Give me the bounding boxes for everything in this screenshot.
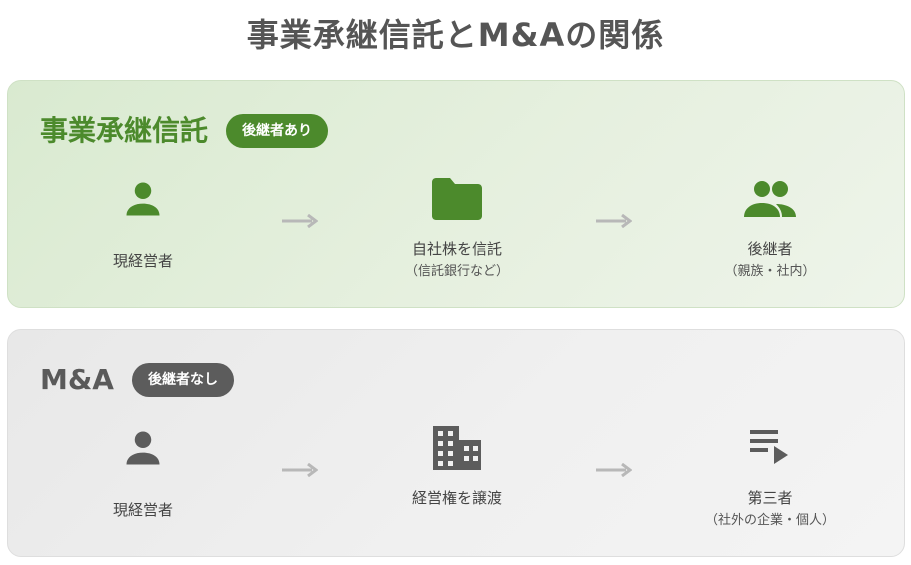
succession-header: 事業承継信託 後継者あり: [40, 111, 329, 151]
step-sublabel: （親族・社内）: [724, 264, 816, 279]
succession-step-trust-shares: 自社株を信託 （信託銀行など）: [347, 177, 567, 281]
person-icon: [33, 177, 253, 221]
playlist-icon: [660, 426, 880, 470]
ma-badge: 後継者なし: [131, 363, 234, 397]
succession-step-successor: 後継者 （親族・社内）: [660, 177, 880, 281]
arrow-right-icon: [596, 214, 632, 228]
arrow-right-icon: [596, 463, 632, 477]
step-label: 経営権を譲渡: [411, 489, 502, 507]
page-title: 事業承継信託とM&Aの関係: [246, 16, 665, 54]
step-sublabel: （信託銀行など）: [404, 264, 509, 279]
arrow-right-icon: [282, 214, 318, 228]
step-label: 自社株を信託: [411, 240, 502, 258]
step-label: 後継者: [747, 240, 793, 258]
arrow-right-icon: [282, 463, 318, 477]
folder-icon: [347, 177, 567, 221]
succession-badge: 後継者あり: [226, 114, 329, 148]
building-icon: [347, 426, 567, 470]
step-label: 第三者: [747, 489, 793, 507]
succession-step-current-owner: 現経営者: [33, 177, 253, 271]
step-sublabel: （社外の企業・個人）: [704, 513, 835, 528]
ma-header: M&A 後継者なし: [40, 360, 234, 400]
step-label: 現経営者: [112, 501, 173, 519]
ma-step-current-owner: 現経営者: [33, 426, 253, 520]
succession-trust-panel: 事業承継信託 後継者あり 現経営者 自社株を信託 （信託銀行など） 後継者 （親…: [7, 80, 905, 308]
ma-step-third-party: 第三者 （社外の企業・個人）: [660, 426, 880, 530]
group-icon: [660, 177, 880, 221]
ma-title: M&A: [40, 363, 114, 396]
step-label: 現経営者: [112, 252, 173, 270]
succession-title: 事業承継信託: [40, 114, 209, 147]
person-icon: [33, 426, 253, 470]
ma-step-transfer-control: 経営権を譲渡: [347, 426, 567, 508]
ma-panel: M&A 後継者なし 現経営者 経営権を: [7, 329, 905, 557]
